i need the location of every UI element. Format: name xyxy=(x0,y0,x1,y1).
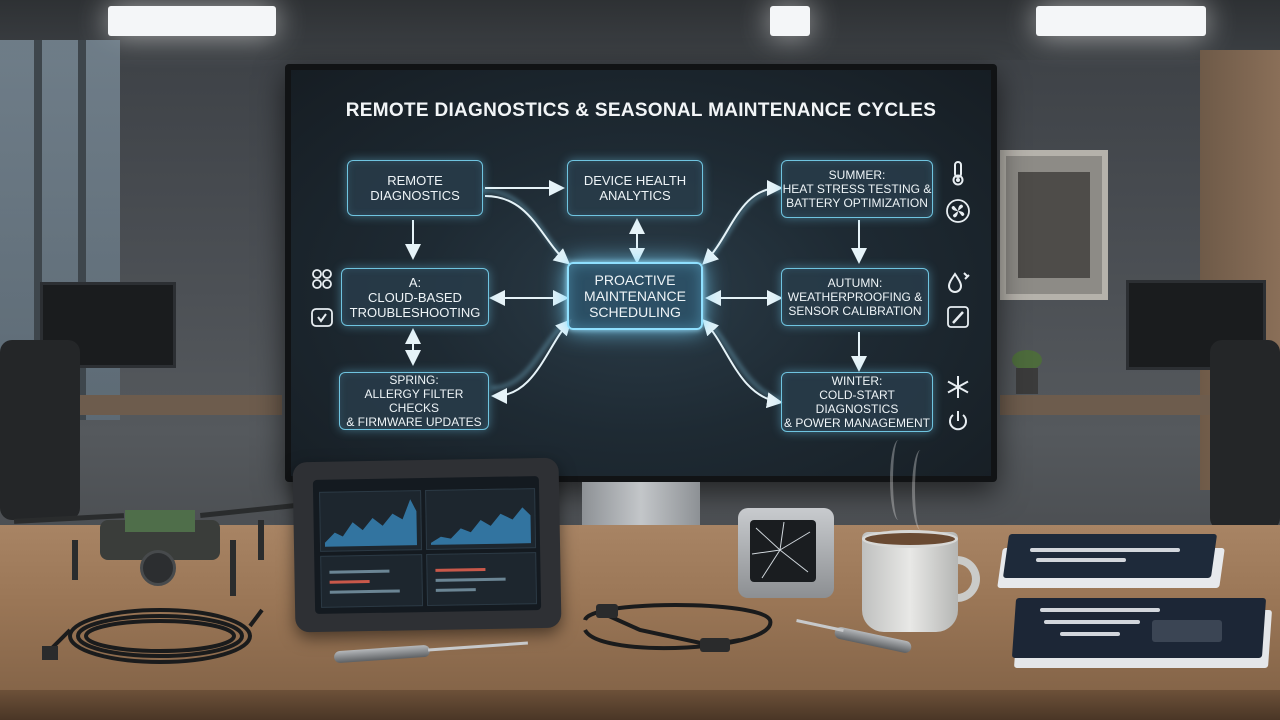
ceiling-light xyxy=(770,6,810,36)
tablet-area-chart xyxy=(324,499,418,547)
network-icon xyxy=(312,269,332,289)
node-line: MAINTENANCE xyxy=(584,288,686,304)
node-line: AUTUMN: xyxy=(827,276,883,290)
window-mullion xyxy=(34,40,42,420)
node-line: COLD-START DIAGNOSTICS xyxy=(815,388,899,416)
node-proactive-maintenance-scheduling: PROACTIVE MAINTENANCE SCHEDULING xyxy=(567,262,703,330)
drone-leg xyxy=(230,540,236,596)
tablet-screen xyxy=(312,476,542,614)
node-line: HEAT STRESS TESTING & xyxy=(782,182,932,196)
node-line: DIAGNOSTICS xyxy=(370,188,460,203)
node-cloud-troubleshooting: A: CLOUD-BASED TROUBLESHOOTING xyxy=(341,268,489,326)
plant-pot xyxy=(1016,368,1038,394)
book-cover-image xyxy=(1152,620,1222,642)
main-monitor: REMOTE DIAGNOSTICS & SEASONAL MAINTENANC… xyxy=(285,64,997,482)
wall-picture xyxy=(1018,172,1090,278)
tablet-bars xyxy=(329,569,400,594)
monitor-screen: REMOTE DIAGNOSTICS & SEASONAL MAINTENANC… xyxy=(291,70,991,476)
drone-leg xyxy=(258,520,264,560)
window-mullion xyxy=(78,40,86,420)
background-desk xyxy=(70,395,282,415)
ceiling-light xyxy=(108,6,276,36)
node-line: & FIRMWARE UPDATES xyxy=(346,415,482,429)
device-check-icon xyxy=(311,308,333,327)
node-line: SENSOR CALIBRATION xyxy=(788,304,922,318)
node-line: A: xyxy=(408,274,422,290)
node-summer: SUMMER: HEAT STRESS TESTING & BATTERY OP… xyxy=(781,160,933,218)
power-icon xyxy=(949,411,967,431)
node-line: CLOUD-BASED xyxy=(368,289,462,305)
desk-edge xyxy=(0,690,1280,720)
steam xyxy=(912,450,929,530)
book-cover-text xyxy=(1060,632,1120,636)
node-line: & POWER MANAGEMENT xyxy=(783,416,930,430)
tablet-chart-panel xyxy=(425,488,537,551)
node-line: BATTERY OPTIMIZATION xyxy=(786,196,928,210)
tablet-bars xyxy=(435,567,506,592)
coffee-mug xyxy=(862,532,958,632)
diagram-title: REMOTE DIAGNOSTICS & SEASONAL MAINTENANC… xyxy=(345,100,937,121)
drone-leg xyxy=(72,540,78,580)
tablet-stats-panel xyxy=(320,554,424,608)
node-line: ANALYTICS xyxy=(599,188,671,203)
background-desk xyxy=(1000,395,1210,415)
arrow-center-winter xyxy=(702,319,783,409)
node-line: WEATHERPROOFING & xyxy=(787,290,923,304)
node-remote-diagnostics: REMOTE DIAGNOSTICS xyxy=(347,160,483,216)
thermometer-icon xyxy=(952,161,964,186)
water-drop-icon xyxy=(947,272,970,293)
office-chair xyxy=(1210,340,1280,530)
node-spring: SPRING: ALLERGY FILTER CHECKS & FIRMWARE… xyxy=(339,372,489,430)
care-guide-book xyxy=(1011,598,1267,658)
arrow-spring-center xyxy=(491,319,572,404)
screen-crack xyxy=(751,521,811,579)
snowflake-icon xyxy=(947,376,969,398)
tablet-area-chart xyxy=(430,507,531,545)
node-line: PROACTIVE xyxy=(594,272,676,288)
arrow-remote-curve-center xyxy=(484,195,571,265)
book-cover-text xyxy=(1040,608,1160,612)
node-line: ALLERGY FILTER CHECKS xyxy=(364,387,464,415)
node-line: WINTER: xyxy=(831,374,883,388)
steam xyxy=(890,440,907,520)
node-line: SCHEDULING xyxy=(589,304,681,320)
drone-circuit-board xyxy=(125,510,195,532)
fan-icon xyxy=(946,199,970,223)
node-line: SUMMER: xyxy=(828,168,886,182)
node-device-health-analytics: DEVICE HEALTH ANALYTICS xyxy=(567,160,703,216)
node-winter: WINTER: COLD-START DIAGNOSTICS & POWER M… xyxy=(781,372,933,432)
arrow-center-summer xyxy=(702,180,783,265)
plant xyxy=(1012,350,1042,370)
tablet-stats-panel xyxy=(426,552,538,607)
node-line: SPRING: xyxy=(389,373,439,387)
coffee xyxy=(862,530,958,548)
mug-handle xyxy=(946,556,980,602)
cracked-device-screen xyxy=(750,520,816,582)
booklet-cover-text xyxy=(1030,548,1180,552)
node-line: REMOTE xyxy=(387,173,443,188)
tablet-chart-panel xyxy=(319,490,423,552)
drone-camera xyxy=(140,550,176,586)
ceiling-light xyxy=(1036,6,1206,36)
diagram-connectors xyxy=(405,180,867,409)
book-cover-text xyxy=(1044,620,1140,624)
node-line: TROUBLESHOOTING xyxy=(349,304,481,320)
rugged-tablet xyxy=(292,457,562,633)
booklet-cover-text xyxy=(1036,558,1126,562)
office-chair xyxy=(0,340,80,520)
node-line: DEVICE HEALTH xyxy=(583,173,687,188)
tool-icon xyxy=(947,306,969,328)
node-autumn: AUTUMN: WEATHERPROOFING & SENSOR CALIBRA… xyxy=(781,268,929,326)
manual-booklet xyxy=(1002,534,1218,578)
